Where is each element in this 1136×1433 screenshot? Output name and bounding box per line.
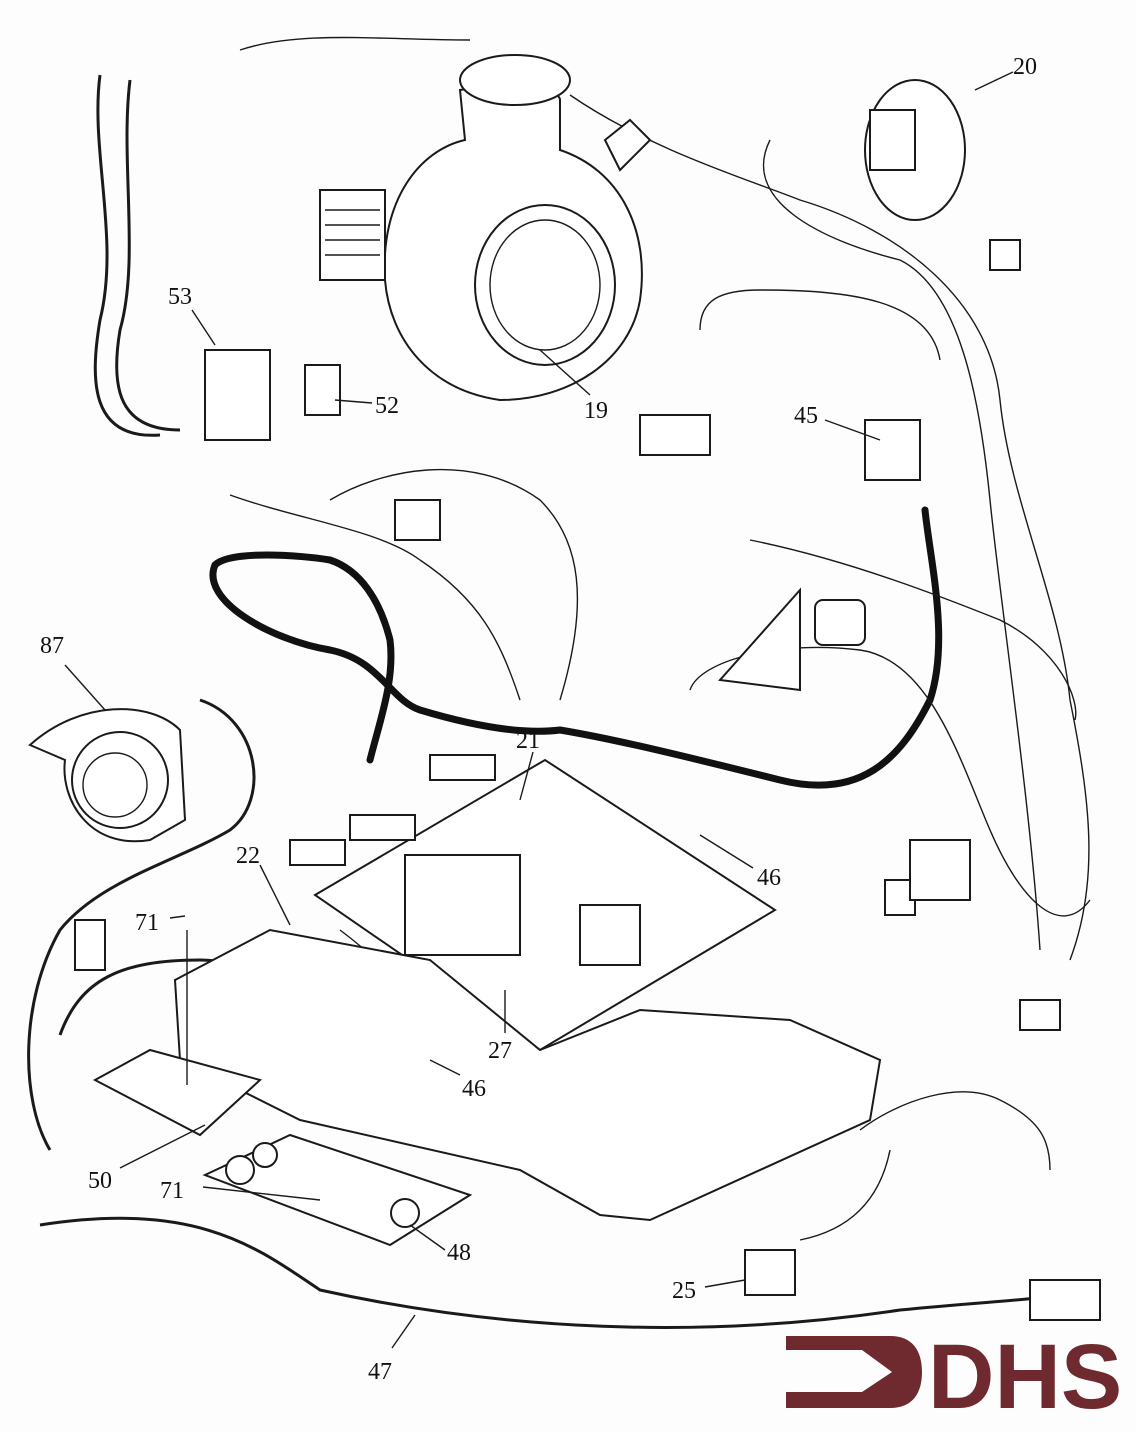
label-part-45: 45 [794,403,818,429]
label-part-47: 47 [368,1359,392,1385]
label-part-53: 53 [168,284,192,310]
pressure-switch [864,79,966,221]
label-part-19: 19 [584,398,608,424]
label-part-25: 25 [672,1278,696,1304]
label-part-21: 21 [516,728,540,754]
label-part-71: 71 [135,910,159,936]
control-case [173,928,882,1222]
label-part-52: 52 [375,393,399,419]
dhs-logo: DHS [786,1326,1122,1428]
label-part-71-lower: 71 [160,1178,184,1204]
label-part-22: 22 [236,843,260,869]
label-part-46-lower: 46 [462,1076,486,1102]
logo-arrow-mark [786,1336,922,1408]
label-part-20: 20 [1013,54,1037,80]
wiring-harness [27,36,1091,1329]
small-components [28,239,1101,1321]
label-part-27: 27 [488,1038,512,1064]
label-part-87: 87 [40,633,64,659]
sub-boards [92,1048,473,1247]
label-part-48: 48 [447,1240,471,1266]
part-labels: 20 53 52 19 45 87 21 46 22 71 27 46 50 7… [40,54,1037,1385]
leader-lines [64,71,1014,1349]
fan-assembly [319,54,652,402]
logo-text: DHS [928,1326,1122,1428]
main-pcb [289,754,777,1052]
label-part-46: 46 [757,865,781,891]
label-part-50: 50 [88,1168,112,1194]
